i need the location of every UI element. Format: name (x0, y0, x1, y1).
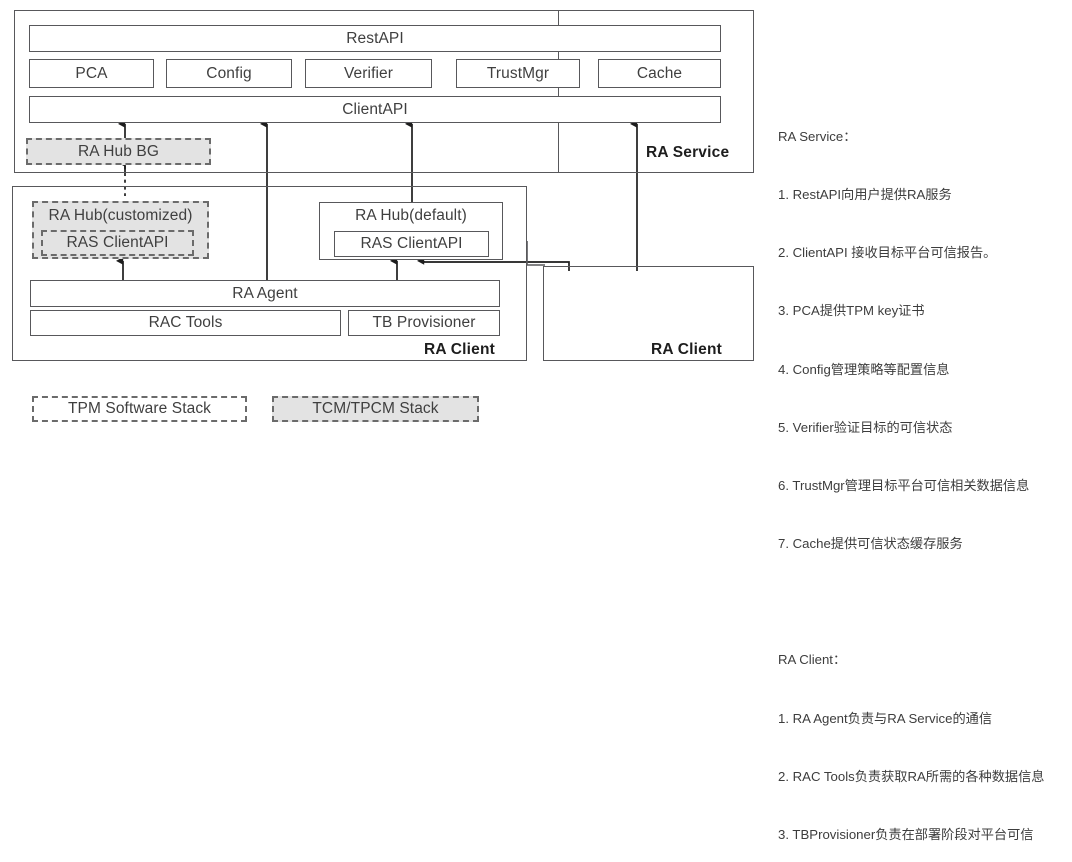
module-box-verifier: Verifier (305, 59, 432, 88)
module-label-trustmgr: TrustMgr (486, 64, 550, 82)
ra-agent-label: RA Agent (232, 284, 298, 302)
legend-tpm-box: TPM Software Stack (32, 396, 247, 422)
link-elbow-right (526, 241, 545, 266)
notes-service-item-3: 3. PCA提供TPM key证书 (778, 303, 925, 319)
module-box-cache: Cache (598, 59, 721, 88)
notes-client-heading: RA Client： (778, 652, 847, 668)
legend-tcm-label: TCM/TPCM Stack (312, 400, 439, 417)
notes-service-item-2: 2. ClientAPI 接收目标平台可信报告。 (778, 245, 997, 261)
legend-tpm-label: TPM Software Stack (67, 400, 212, 417)
notes-service-heading: RA Service： (778, 128, 857, 144)
module-label-config: Config (206, 64, 252, 82)
restapi-label: RestAPI (346, 29, 404, 47)
notes-service-item-7: 7. Cache提供可信状态缓存服务 (778, 536, 963, 552)
notes-service-item-5: 5. Verifier验证目标的可信状态 (778, 419, 953, 435)
notes-client-item-2: 2. RAC Tools负责获取RA所需的各种数据信息 (778, 768, 1045, 784)
notes-panel: RA Service： 1. RestAPI向用户提供RA服务 2. Clien… (778, 88, 1072, 862)
module-label-cache: Cache (636, 64, 683, 82)
clientapi-box: ClientAPI (29, 96, 721, 123)
connector-lines (115, 119, 638, 281)
ra-hub-default-label: RA Hub(default) (355, 207, 467, 224)
module-box-trustmgr: TrustMgr (456, 59, 580, 88)
rac-tools-box: RAC Tools (30, 310, 341, 336)
module-box-config: Config (166, 59, 292, 88)
ra-service-group-label: RA Service (646, 144, 730, 161)
ra-service-outer-frame (14, 10, 754, 173)
architecture-diagram: RestAPI PCA Config Verifier TrustMgr Cac… (12, 10, 1044, 842)
ra-client-2-group-label: RA Client (651, 341, 722, 358)
ra-client-container (12, 186, 527, 361)
ra-client-group-label: RA Client (424, 341, 495, 358)
ra-agent-box: RA Agent (30, 280, 500, 307)
rac-tools-label: RAC Tools (148, 314, 223, 331)
ra-hub-customized-label: RA Hub(customized) (48, 207, 193, 224)
notes-service-item-1: 1. RestAPI向用户提供RA服务 (778, 187, 952, 203)
ras-clientapi-default-box: RAS ClientAPI (334, 231, 489, 257)
ra-hub-bg-box: RA Hub BG (26, 138, 211, 165)
module-box-pca: PCA (29, 59, 154, 88)
notes-client-item-1: 1. RA Agent负责与RA Service的通信 (778, 710, 993, 726)
notes-client-item-3: 3. TBProvisioner负责在部署阶段对平台可信 (778, 827, 1034, 843)
clientapi-label: ClientAPI (342, 100, 408, 118)
tb-provisioner-box: TB Provisioner (348, 310, 500, 336)
module-label-verifier: Verifier (343, 64, 394, 82)
notes-service-item-6: 6. TrustMgr管理目标平台可信相关数据信息 (778, 478, 1030, 494)
ra-client-2-container (543, 266, 754, 361)
restapi-box: RestAPI (29, 25, 721, 52)
ras-clientapi-default-label: RAS ClientAPI (360, 235, 463, 252)
ra-hub-bg-label: RA Hub BG (77, 142, 160, 160)
tb-provisioner-label: TB Provisioner (372, 314, 476, 331)
ras-clientapi-customized-label: RAS ClientAPI (66, 234, 169, 251)
module-label-pca: PCA (75, 64, 108, 82)
notes-gap (778, 593, 1072, 612)
notes-service-item-4: 4. Config管理策略等配置信息 (778, 361, 950, 377)
legend-tcm-box: TCM/TPCM Stack (272, 396, 479, 422)
ras-clientapi-customized-box: RAS ClientAPI (41, 230, 194, 256)
